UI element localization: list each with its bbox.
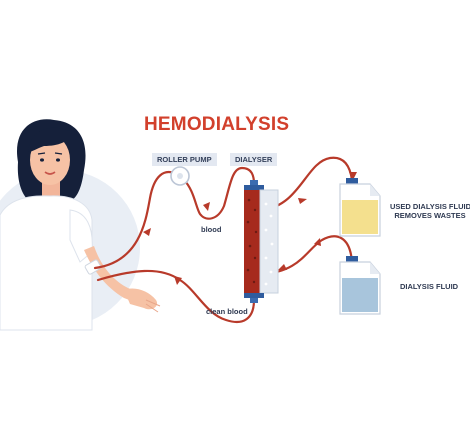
clean-fluid-line — [260, 235, 354, 276]
flow-arrow-icon — [278, 264, 287, 270]
used-fluid-line — [260, 156, 354, 212]
venous-line — [96, 269, 256, 324]
dialyser-label: DIALYSER — [230, 153, 278, 166]
dialysis-fluid-label: DIALYSIS FLUID — [400, 282, 459, 291]
used-fluid-label-line2: REMOVES WASTES — [394, 211, 466, 220]
flow-arrow-icon — [143, 228, 151, 236]
blood-label: blood — [201, 225, 222, 234]
clean-fluid-container-icon — [339, 256, 381, 315]
patient-woman-icon — [0, 119, 161, 331]
tubing — [93, 156, 354, 324]
used-fluid-label: USED DIALYSIS FLUID REMOVES WASTES — [390, 202, 470, 220]
flow-arrows — [143, 172, 357, 285]
flow-arrow-icon — [174, 276, 182, 285]
flow-arrow-icon — [298, 198, 307, 204]
flow-arrow-icon — [349, 172, 357, 180]
flow-arrow-icon — [314, 238, 321, 246]
blood-to-dialyser-line — [182, 166, 256, 220]
flow-arrow-icon — [203, 202, 210, 211]
used-fluid-container-icon — [339, 178, 381, 237]
arterial-line — [93, 171, 178, 270]
diagram-title: HEMODIALYSIS — [144, 114, 290, 135]
roller-pump-wheel-icon — [170, 166, 190, 186]
clean-blood-label: clean blood — [206, 307, 248, 316]
used-fluid-label-line1: USED DIALYSIS FLUID — [390, 202, 470, 211]
dialyser-column-icon — [244, 180, 279, 303]
roller-pump-label: ROLLER PUMP — [152, 153, 217, 166]
